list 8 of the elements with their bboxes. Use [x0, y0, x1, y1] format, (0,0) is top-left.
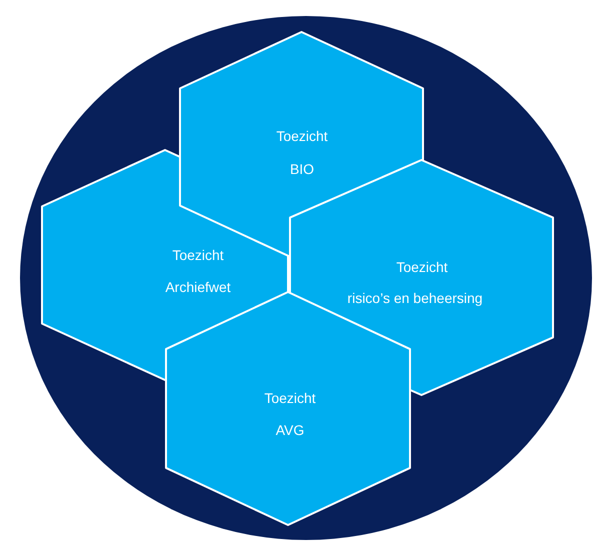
hexagon-title: Toezicht — [396, 259, 448, 275]
hexagon-title: Toezicht — [172, 247, 224, 263]
hexagon-label: BIO — [290, 161, 314, 177]
hexagon-title: Toezicht — [264, 390, 316, 406]
hexagon-label: risico’s en beheersing — [347, 290, 483, 306]
hexagon-label: Archiefwet — [165, 279, 231, 295]
hexagon-label: AVG — [276, 422, 304, 438]
hexagon-title: Toezicht — [276, 128, 328, 144]
